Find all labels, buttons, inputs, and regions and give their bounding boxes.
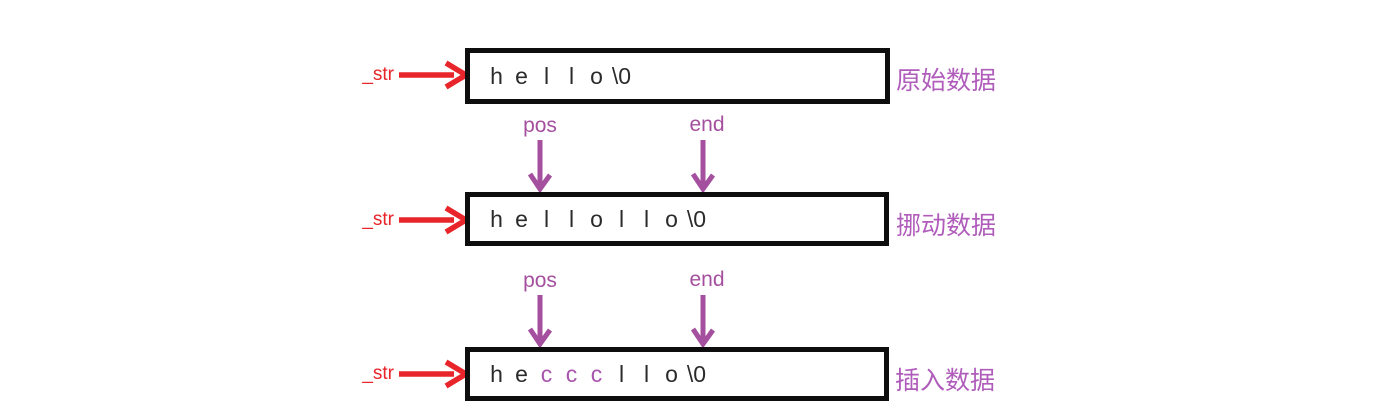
char-cell: h (490, 360, 503, 387)
char-cell: c (540, 360, 553, 387)
arrow-head (690, 327, 716, 347)
char-cell: l (618, 205, 625, 232)
str-arrow-icon (399, 359, 470, 389)
char-cell: h (490, 62, 503, 89)
memory-box-shifted: h e l l o l l o \0 (465, 192, 889, 246)
char-cell: l (568, 205, 575, 232)
char-cell: o (590, 62, 603, 89)
char-cell: l (643, 360, 650, 387)
char-cell: e (515, 360, 528, 387)
arrow-head (527, 172, 553, 192)
char-cell: c (590, 360, 603, 387)
end-label: end (689, 113, 725, 136)
end-label: end (689, 268, 725, 291)
memory-box-inserted: h e c c c l l o \0 (465, 347, 889, 401)
char-cell: l (543, 62, 550, 89)
char-cell: l (543, 205, 550, 232)
end-down-arrow-icon (690, 295, 716, 347)
pos-down-arrow-icon (527, 140, 553, 192)
row-caption-original: 原始数据 (896, 67, 997, 95)
char-cell: e (515, 205, 528, 232)
pos-label: pos (523, 114, 557, 137)
memory-box-original: h e l l o \0 (465, 48, 890, 104)
char-cell: l (643, 205, 650, 232)
arrow-head (527, 327, 553, 347)
end-down-arrow-icon (690, 140, 716, 192)
char-cell: l (618, 360, 625, 387)
char-cell: h (490, 205, 503, 232)
char-cell: c (565, 360, 578, 387)
char-cell: \0 (686, 205, 707, 232)
char-cell: e (515, 62, 528, 89)
char-cell: o (665, 360, 678, 387)
str-pointer-label: _str (362, 209, 394, 230)
str-pointer-label: _str (362, 363, 394, 384)
row-caption-shifted: 挪动数据 (896, 212, 997, 240)
row-caption-inserted: 插入数据 (895, 367, 996, 395)
char-cell: \0 (611, 62, 632, 89)
str-pointer-label: _str (362, 64, 394, 85)
char-cell: \0 (686, 360, 707, 387)
arrow-head (690, 172, 716, 192)
str-arrow-icon (399, 205, 470, 235)
str-arrow-icon (399, 60, 470, 90)
char-cell: l (568, 62, 575, 89)
char-cell: o (590, 205, 603, 232)
pos-down-arrow-icon (527, 295, 553, 347)
char-cell: o (665, 205, 678, 232)
pos-label: pos (523, 269, 557, 292)
